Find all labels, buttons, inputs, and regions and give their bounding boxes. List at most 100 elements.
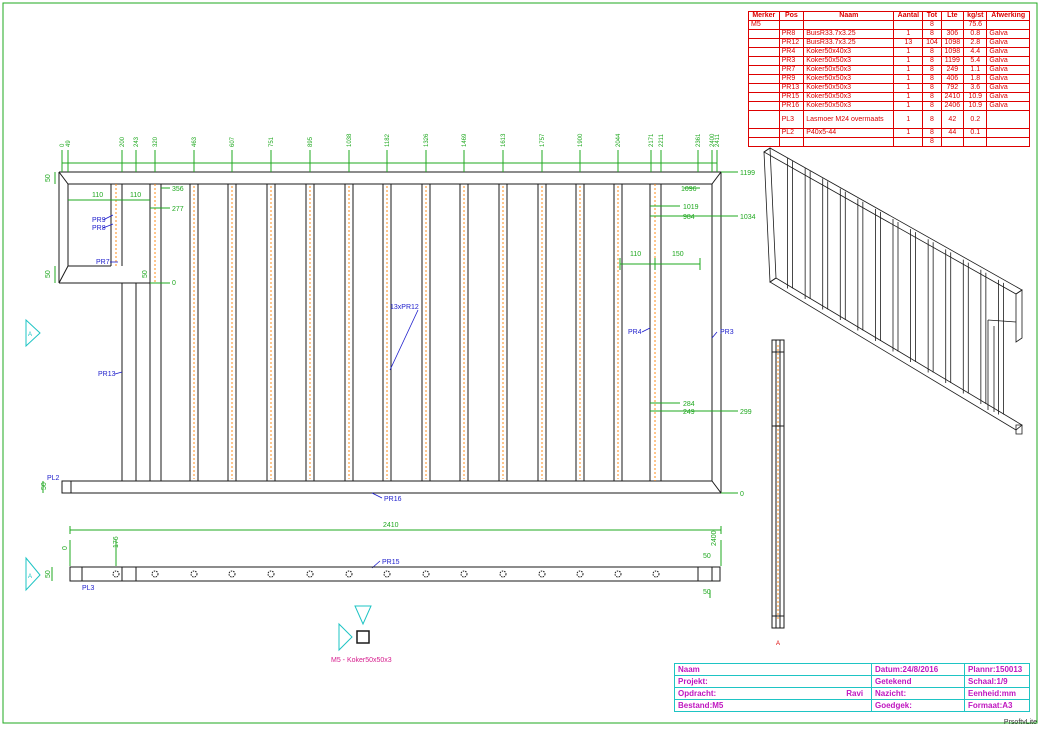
side-view — [771, 339, 785, 629]
bom-cell-afw: Galva — [986, 47, 1030, 57]
dim-1019: 1019 — [683, 204, 699, 211]
bom-header-cell: Lte — [940, 11, 965, 21]
bom-cell-aantal: 13 — [893, 38, 924, 48]
top-dim-label: 0 — [60, 143, 66, 147]
bom-cell-aantal: 1 — [893, 74, 924, 84]
member-label: M5 - Koker50x50x3 — [331, 657, 392, 664]
bom-header-cell: Naam — [803, 11, 895, 21]
bom-cell-kg: 1.8 — [963, 74, 988, 84]
bom-cell-afw: Galva — [986, 29, 1030, 39]
side-view-marker-a: A — [776, 641, 780, 647]
bolt-hole — [306, 570, 314, 578]
top-dim-label: 243 — [134, 136, 140, 147]
label-pr15: PR15 — [382, 559, 400, 566]
bom-cell-afw — [986, 20, 1030, 30]
bom-cell-afw — [986, 137, 1030, 147]
bom-cell-lte: 1098 — [940, 38, 965, 48]
dim-0-right: 0 — [740, 491, 744, 498]
bolt-hole — [345, 570, 353, 578]
top-dim-label: 463 — [192, 136, 198, 147]
dim-176: 176 — [113, 536, 120, 548]
tb-plannr: Plannr:150013 — [964, 663, 1030, 676]
dim-50-right-bottom: 50 — [703, 589, 711, 596]
dim-284: 284 — [683, 401, 695, 408]
bolt-hole — [267, 570, 275, 578]
bom-cell-pos: PR15 — [778, 92, 805, 102]
dim-50-bottom: 50 — [41, 482, 48, 490]
bom-cell-kg: 10.9 — [963, 101, 988, 111]
bom-cell-aantal: 1 — [893, 47, 924, 57]
bom-cell-afw — [986, 110, 1030, 129]
top-dim-label: 320 — [153, 136, 159, 147]
dim-50-left-bottom: 50 — [45, 570, 52, 578]
bolt-hole — [576, 570, 584, 578]
bom-cell-merker — [748, 56, 780, 66]
bom-cell-pos — [778, 20, 805, 30]
bolt-hole — [538, 570, 546, 578]
bom-cell-lte: 406 — [940, 74, 965, 84]
bom-cell-tot: 8 — [922, 74, 942, 84]
dim-356: 356 — [172, 186, 184, 193]
top-dim-label: 1900 — [578, 133, 584, 147]
tb-project: Projekt: — [674, 675, 872, 688]
bom-header-cell: Merker — [748, 11, 780, 21]
bom-cell-lte: 2410 — [940, 92, 965, 102]
bom-cell-tot: 8 — [922, 83, 942, 93]
bom-cell-kg — [963, 137, 988, 147]
bom-cell-tot: 8 — [922, 110, 942, 129]
bom-header-cell: kg/st — [963, 11, 988, 21]
bom-cell-lte — [940, 137, 965, 147]
bom-cell-naam: Koker50x50x3 — [803, 101, 895, 111]
bom-cell-naam: P40x5-44 — [803, 128, 895, 138]
bom-cell-kg: 0.1 — [963, 128, 988, 138]
tb-schaal: Schaal:1/9 — [964, 675, 1030, 688]
front-elevation — [58, 171, 722, 494]
bom-header-cell: Afwerking — [986, 11, 1030, 21]
bom-cell-lte: 2406 — [940, 101, 965, 111]
tb-naam: Naam — [674, 663, 872, 676]
bom-cell-kg: 2.8 — [963, 38, 988, 48]
label-leaders — [102, 214, 718, 569]
label-pr9: PR9 — [92, 217, 106, 224]
bom-cell-kg: 0.8 — [963, 29, 988, 39]
tb-opdracht: Opdracht:Ravi — [674, 687, 872, 700]
bom-cell-afw: Galva — [986, 101, 1030, 111]
dim-110: 110 — [630, 251, 641, 258]
bom-cell-pos: PL3 — [778, 110, 805, 129]
bom-cell-merker — [748, 38, 780, 48]
bom-cell-merker — [748, 92, 780, 102]
bolt-hole — [383, 570, 391, 578]
top-dim-label: 200 — [120, 136, 126, 147]
dim-50-top: 50 — [45, 174, 52, 182]
bom-cell-aantal: 1 — [893, 128, 924, 138]
label-pr3: PR3 — [720, 329, 734, 336]
bom-row: 8 — [748, 137, 1030, 147]
dim-984: 984 — [683, 214, 695, 221]
bom-cell-lte: 44 — [940, 128, 965, 138]
bom-cell-merker — [748, 83, 780, 93]
dim-249: 249 — [683, 409, 695, 416]
dim-50-right-top: 50 — [703, 553, 711, 560]
bom-header-cell: Tot — [922, 11, 942, 21]
top-dim-label: 2411 — [715, 133, 721, 147]
bom-cell-pos: PR3 — [778, 56, 805, 66]
bom-cell-kg: 10.9 — [963, 92, 988, 102]
bom-header-cell: Aantal — [893, 11, 924, 21]
left-dimensions — [42, 172, 170, 493]
dim-110-left: 110 — [92, 192, 103, 199]
bottom-dimensions — [51, 526, 722, 598]
bom-cell-kg: 5.4 — [963, 56, 988, 66]
bom-cell-tot: 104 — [922, 38, 942, 48]
bom-cell-tot: 8 — [922, 29, 942, 39]
label-pr7: PR7 — [96, 259, 110, 266]
bom-cell-aantal: 1 — [893, 101, 924, 111]
bom-cell-afw — [986, 128, 1030, 138]
